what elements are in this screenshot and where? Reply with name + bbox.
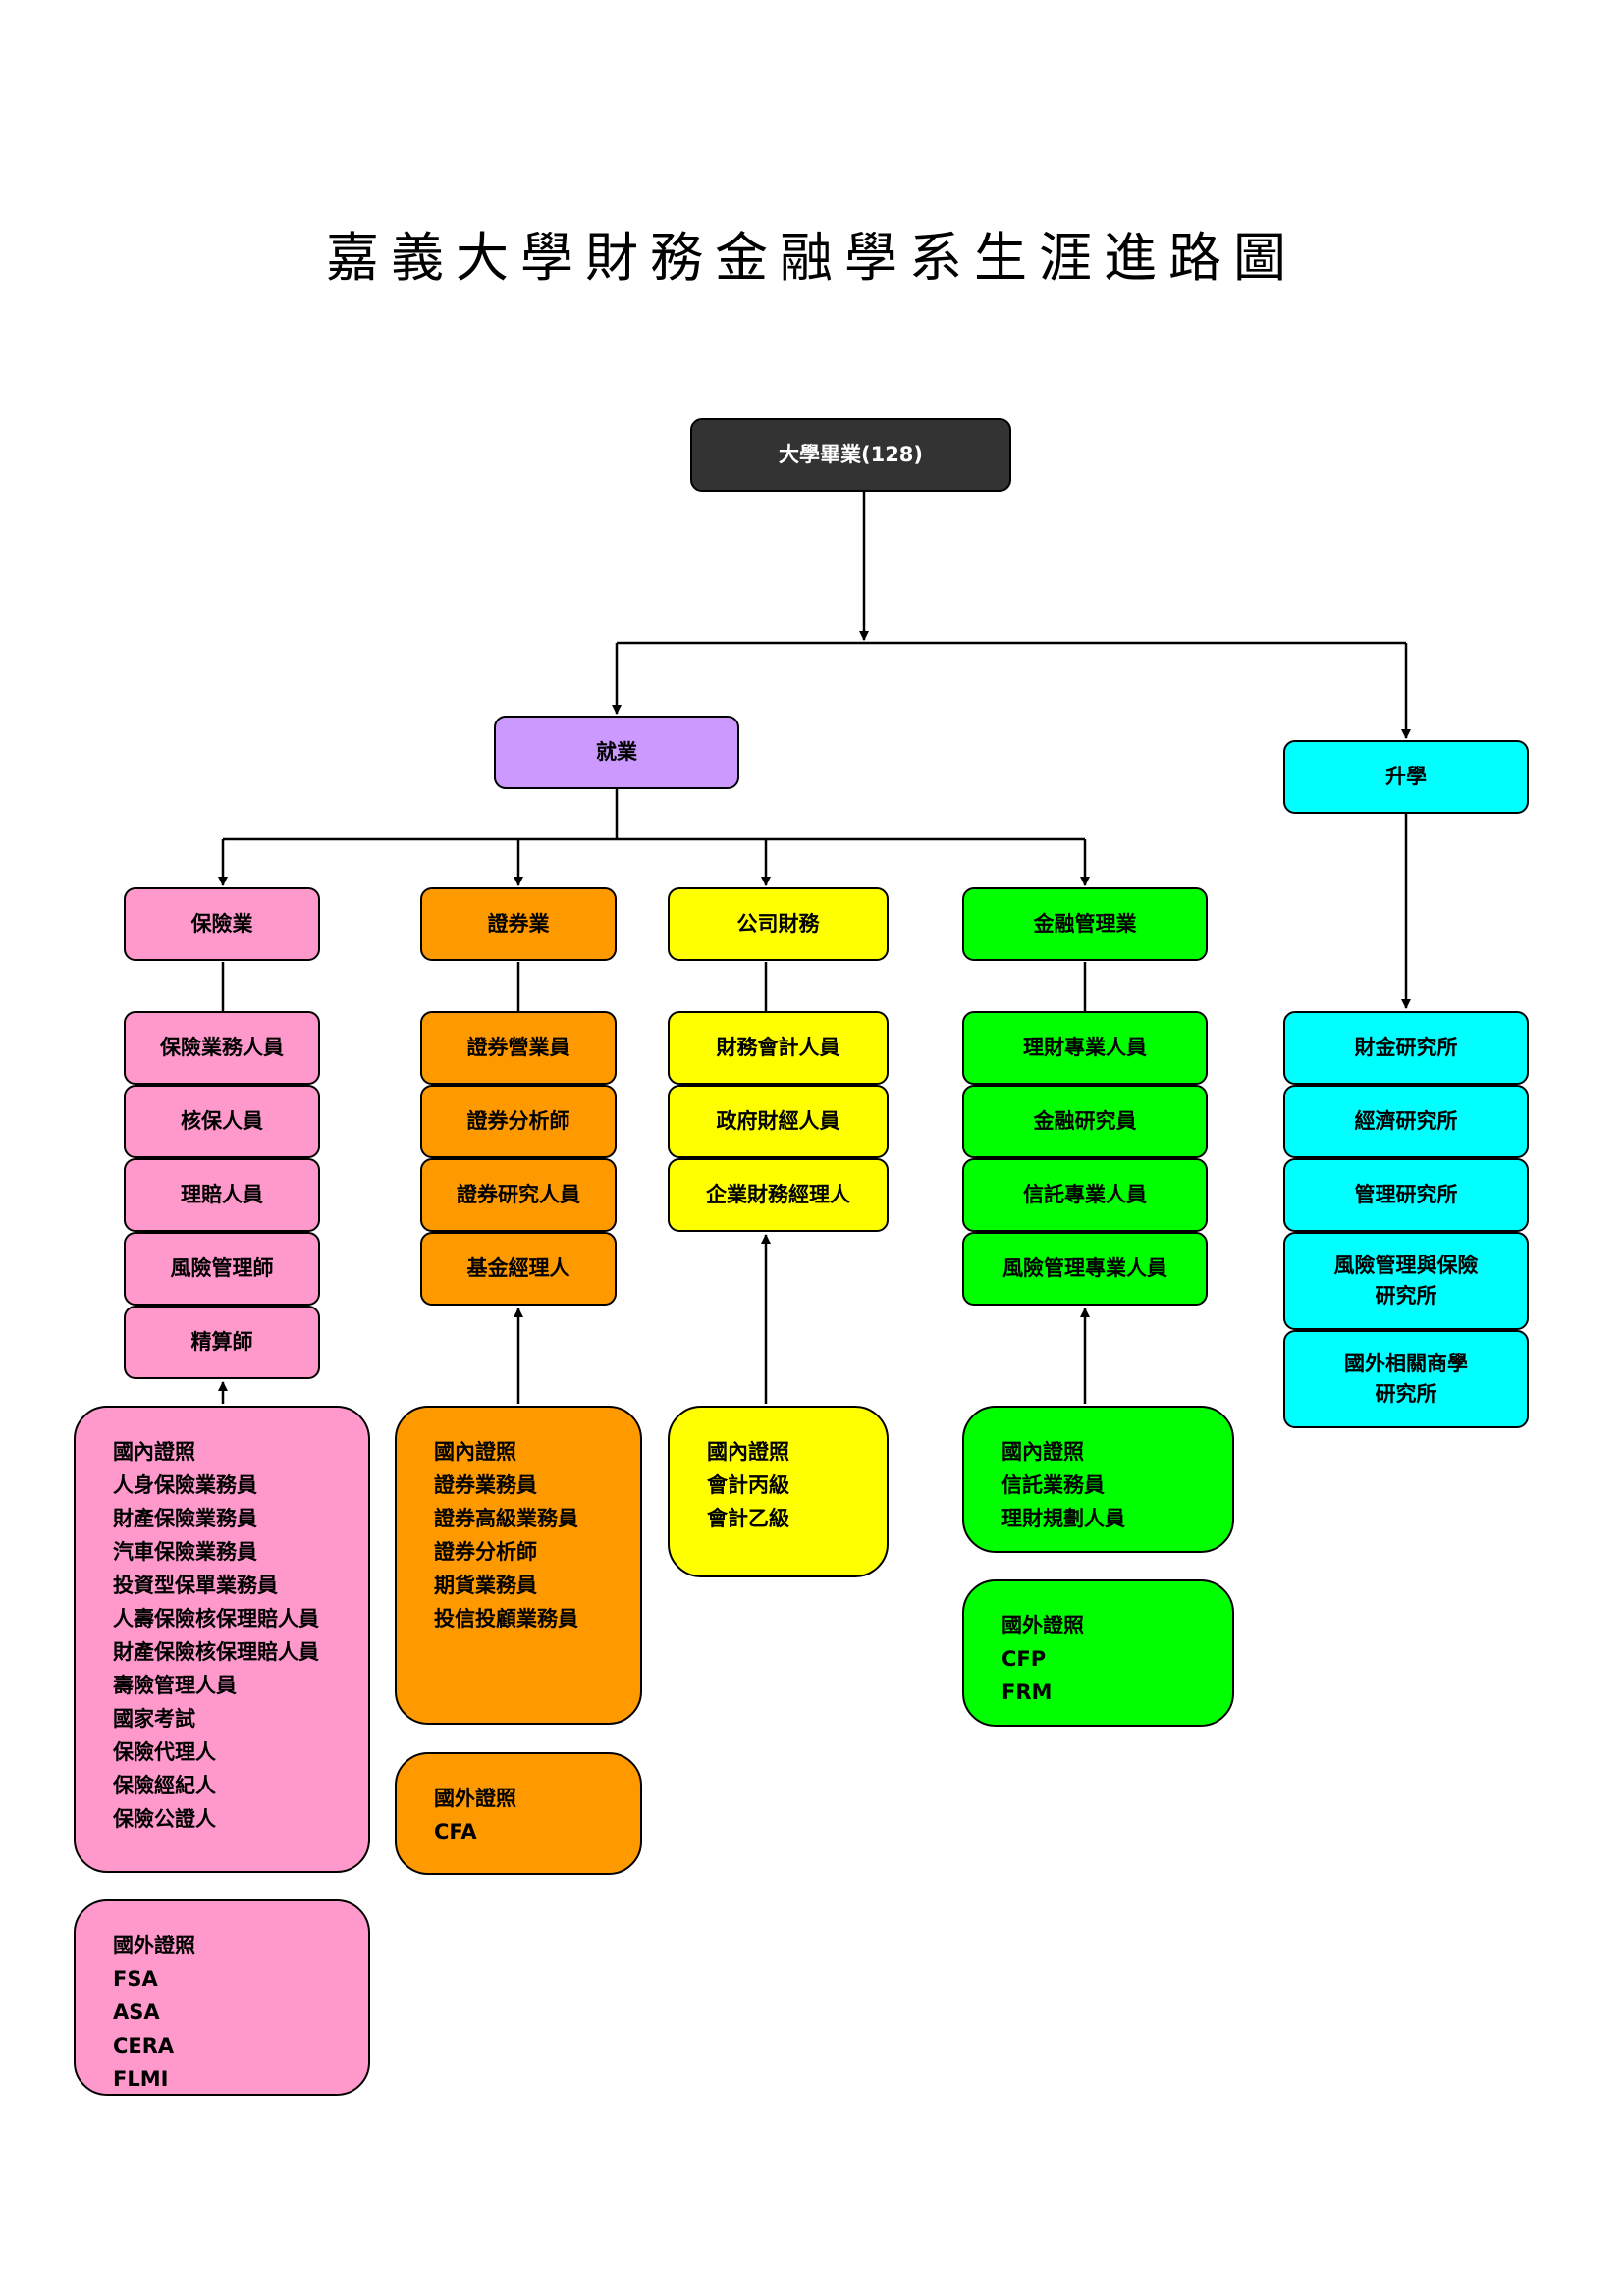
cert-item: 證券業務員 [434, 1473, 537, 1497]
cert-heading: 國內證照 [1001, 1440, 1084, 1464]
job-box-securities: 證券研究人員 [420, 1158, 617, 1232]
job-box-corporate-finance: 企業財務經理人 [668, 1158, 889, 1232]
cert-box-financial-management-foreign: 國外證照 CFP FRM [962, 1579, 1234, 1727]
job-box-financial-management: 信託專業人員 [962, 1158, 1208, 1232]
industry-corporate-finance: 公司財務 [668, 887, 889, 961]
industry-insurance: 保險業 [124, 887, 320, 961]
graduate-institute-box: 風險管理與保險 研究所 [1283, 1232, 1529, 1330]
cert-item: CERA [113, 2034, 175, 2057]
cert-item: FSA [113, 1967, 158, 1991]
job-box-insurance: 核保人員 [124, 1085, 320, 1158]
cert-item: 證券高級業務員 [434, 1507, 578, 1530]
graduate-institute-box: 財金研究所 [1283, 1011, 1529, 1085]
job-box-securities: 基金經理人 [420, 1232, 617, 1306]
graduate-institute-box: 管理研究所 [1283, 1158, 1529, 1232]
cert-item: FRM [1001, 1681, 1053, 1704]
cert-box-insurance-domestic: 國內證照 人身保險業務員 財產保險業務員 汽車保險業務員 投資型保單業務員 人壽… [74, 1406, 370, 1873]
job-box-securities: 證券營業員 [420, 1011, 617, 1085]
graduate-institute-box: 國外相關商學 研究所 [1283, 1330, 1529, 1428]
branch-further-study: 升學 [1283, 740, 1529, 814]
cert-item: 財產保險核保理賠人員 [113, 1640, 319, 1664]
cert-item: 汽車保險業務員 [113, 1540, 257, 1564]
cert-heading: 國內證照 [707, 1440, 789, 1464]
job-box-insurance: 理賠人員 [124, 1158, 320, 1232]
cert-item: 保險代理人 [113, 1740, 216, 1764]
cert-item: 會計丙級 [707, 1473, 789, 1497]
diagram-title: 嘉義大學財務金融學系生涯進路圖 [326, 227, 1298, 289]
cert-item: CFP [1001, 1647, 1047, 1671]
job-box-securities: 證券分析師 [420, 1085, 617, 1158]
cert-box-corporate-finance-domestic: 國內證照 會計丙級 會計乙級 [668, 1406, 889, 1577]
cert-item: 保險公證人 [113, 1807, 216, 1831]
cert-item: 保險經紀人 [113, 1774, 216, 1797]
graduate-institute-box: 經濟研究所 [1283, 1085, 1529, 1158]
cert-item: ASA [113, 2001, 160, 2024]
job-box-financial-management: 金融研究員 [962, 1085, 1208, 1158]
cert-item: 投信投顧業務員 [434, 1607, 578, 1630]
cert-box-securities-foreign: 國外證照 CFA [395, 1752, 642, 1875]
root-node-graduation: 大學畢業(128) [690, 418, 1011, 492]
cert-item: 信託業務員 [1001, 1473, 1105, 1497]
cert-item: 人身保險業務員 [113, 1473, 257, 1497]
cert-item: FLMI [113, 2067, 169, 2091]
cert-item: CFA [434, 1820, 477, 1843]
cert-item: 證券分析師 [434, 1540, 537, 1564]
cert-heading: 國外證照 [113, 1934, 195, 1957]
cert-item: 人壽保險核保理賠人員 [113, 1607, 319, 1630]
job-box-insurance: 保險業務人員 [124, 1011, 320, 1085]
cert-box-financial-management-domestic: 國內證照 信託業務員 理財規劃人員 [962, 1406, 1234, 1553]
job-box-corporate-finance: 政府財經人員 [668, 1085, 889, 1158]
industry-securities: 證券業 [420, 887, 617, 961]
job-box-corporate-finance: 財務會計人員 [668, 1011, 889, 1085]
cert-item: 財產保險業務員 [113, 1507, 257, 1530]
cert-item: 壽險管理人員 [113, 1674, 237, 1697]
cert-item: 投資型保單業務員 [113, 1574, 278, 1597]
cert-box-insurance-foreign: 國外證照 FSA ASA CERA FLMI [74, 1899, 370, 2096]
cert-item: 會計乙級 [707, 1507, 789, 1530]
cert-heading: 國外證照 [434, 1787, 516, 1810]
cert-heading: 國外證照 [1001, 1614, 1084, 1637]
job-box-insurance: 精算師 [124, 1306, 320, 1379]
job-box-financial-management: 理財專業人員 [962, 1011, 1208, 1085]
cert-item: 期貨業務員 [434, 1574, 537, 1597]
cert-item: 國家考試 [113, 1707, 195, 1731]
industry-financial-management: 金融管理業 [962, 887, 1208, 961]
cert-item: 理財規劃人員 [1001, 1507, 1125, 1530]
branch-employment: 就業 [494, 716, 739, 789]
job-box-insurance: 風險管理師 [124, 1232, 320, 1306]
cert-box-securities-domestic: 國內證照 證券業務員 證券高級業務員 證券分析師 期貨業務員 投信投顧業務員 [395, 1406, 642, 1725]
job-box-financial-management: 風險管理專業人員 [962, 1232, 1208, 1306]
cert-heading: 國內證照 [113, 1440, 195, 1464]
cert-heading: 國內證照 [434, 1440, 516, 1464]
